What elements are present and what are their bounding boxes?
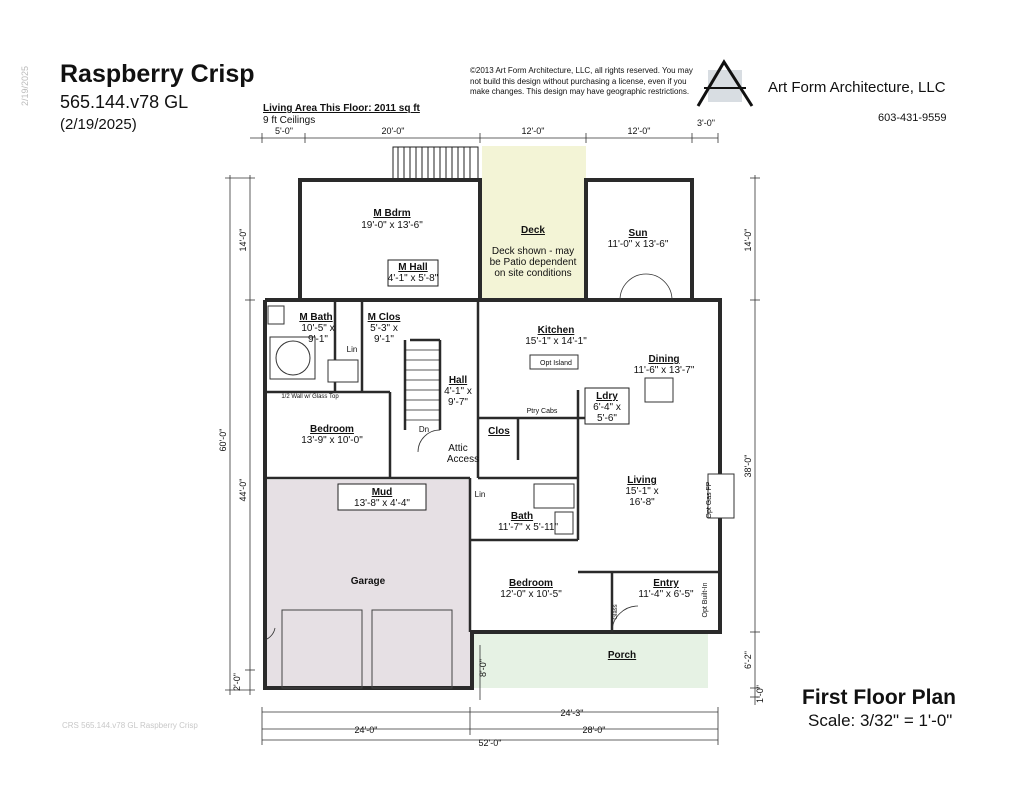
dim-porch-24-3: 24'-3" [561,708,584,718]
room-hall-name: Hall [449,375,468,386]
room-bedroom-3-dims: 12'-0" x 10'-5" [500,589,562,600]
kitchen-island-label: Opt Island [540,360,572,367]
room-m-bath-dims1: 10'-5" x [301,323,334,334]
furniture [529,354,735,519]
exterior-steps [392,146,479,180]
room-ldry-dims2: 5'-6" [597,413,617,424]
dim-bottom-24: 24'-0" [355,725,378,735]
room-bath-dims: 11'-7" x 5'-11" [498,522,558,533]
half-wall-label: 1/2 Wall w/ Glass Top [281,394,339,400]
pantry-cabs-label: Ptry Cabs [527,408,558,415]
room-bath-name: Bath [511,511,533,522]
room-m-bath-dims2: 9'-1" [308,334,328,345]
room-dining-name: Dining [648,354,679,365]
attic-label-line1: Attic [448,443,467,454]
porch-fill [472,632,708,688]
plan-date: (2/19/2025) [60,116,137,133]
dim-left-14: 14'-0" [238,229,248,252]
room-mud-name: Mud [372,487,393,498]
room-bedroom-2-dims: 13'-9" x 10'-0" [301,435,363,446]
room-ldry-name: Ldry [596,391,618,402]
firm-phone: 603-431-9559 [878,112,947,124]
room-kitchen-name: Kitchen [538,325,575,336]
copyright-notice: ©2013 Art Form Architecture, LLC, all ri… [470,66,693,96]
interior-stair [405,349,440,421]
opt-gas-fp-label: Opt Gas FP [706,481,713,518]
dim-right-6-2: 6'-2" [743,651,753,669]
bath-fixtures [267,305,575,535]
room-ldry-dims1: 6'-4" x [593,402,621,413]
opt-built-in-label: Opt Built-In [702,582,709,617]
room-m-bath-name: M Bath [299,312,332,323]
plan-title: Raspberry Crisp [60,60,255,88]
firm-name: Art Form Architecture, LLC [768,79,946,96]
room-hall-dims1: 4'-1" x [444,386,472,397]
room-entry-dims: 11'-4" x 6'-5" [638,589,694,600]
dim-right-38: 38'-0" [743,455,753,478]
plan-code: 565.144.v78 GL [60,92,189,112]
room-living-dims2: 16'-8" [629,497,655,508]
room-kitchen-dims: 15'-1" x 14'-1" [525,336,587,347]
room-sun-dims: 11'-0" x 13'-6" [608,239,669,250]
dim-top-3: 3'-0" [697,118,715,128]
dimension-lines [225,133,760,745]
room-living-name: Living [627,475,656,486]
garage-fill [265,480,470,688]
stair-down-label: Dn [419,425,429,434]
linen-label-1: Lin [347,345,358,354]
dim-porch-8: 8'-0" [478,659,488,677]
room-deck-name: Deck [521,225,545,236]
dim-top-12b: 12'-0" [628,126,651,136]
exterior-walls [263,178,722,690]
room-m-hall-name: M Hall [398,262,428,273]
dim-bottom-52: 52'-0" [479,738,502,748]
room-hall-dims2: 9'-7" [448,397,468,408]
room-entry-name: Entry [653,578,679,589]
dim-left-44: 44'-0" [238,479,248,502]
room-sun-name: Sun [629,228,648,239]
dim-top-12a: 12'-0" [522,126,545,136]
garage-doors [281,609,453,689]
room-m-bdrm-name: M Bdrm [373,208,410,219]
deck-note-line2: be Patio dependent [490,257,577,268]
room-living-dims1: 15'-1" x [625,486,658,497]
firm-logo-icon [696,59,754,107]
room-m-clos-dims2: 9'-1" [374,334,394,345]
room-m-clos-dims1: 5'-3" x [370,323,398,334]
dim-right-14: 14'-0" [743,229,753,252]
deck-note-line1: Deck shown - may [492,246,574,257]
ghost-watermark: CRS 565.144.v78 GL Raspberry Crisp [62,721,198,730]
living-area: Living Area This Floor: 2011 sq ft [263,103,420,114]
dim-top-5: 5'-0" [275,126,293,136]
linen-label-2: Lin [475,490,486,499]
room-m-clos-name: M Clos [368,312,401,323]
dim-top-20: 20'-0" [382,126,405,136]
dim-right-1: 1'-0" [755,685,765,703]
door-swings [264,273,673,641]
room-mud-dims: 13'-8" x 4'-4" [354,498,410,509]
dim-left-2: 2'-0" [232,673,242,691]
dim-bottom-28: 28'-0" [583,725,606,735]
ceiling-height: 9 ft Ceilings [263,115,316,126]
room-bedroom-3-name: Bedroom [509,578,553,589]
room-porch-name: Porch [608,650,636,661]
room-m-bdrm-dims: 19'-0" x 13'-6" [361,220,423,231]
room-garage-name: Garage [351,576,386,587]
room-clos-name: Clos [488,426,510,437]
interior-walls [265,300,720,632]
deck-note-line3: on site conditions [494,268,571,279]
glass-label: Glass [613,604,619,619]
floor-plan-title: First Floor Plan [802,686,957,709]
deck-fill [482,146,586,298]
room-m-hall-dims: 4'-1" x 5'-8" [388,273,439,284]
room-dining-dims: 11'-6" x 13'-7" [634,365,695,376]
room-bedroom-2-name: Bedroom [310,424,354,435]
plan-scale: Scale: 3/32" = 1'-0" [808,711,953,730]
dim-left-60: 60'-0" [218,429,228,452]
attic-label-line2: Access [447,454,479,465]
